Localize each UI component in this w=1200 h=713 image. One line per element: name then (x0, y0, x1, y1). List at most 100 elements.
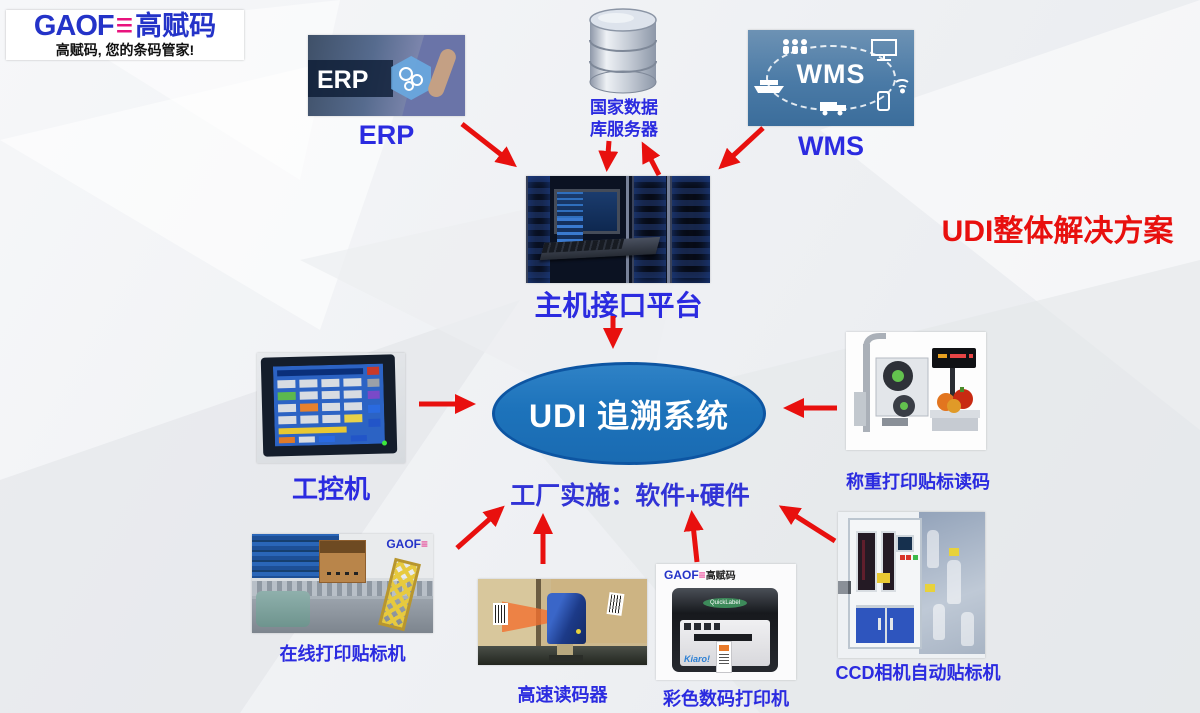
watermark-bars: ≡ (420, 537, 428, 551)
ccd-labeler-photo (838, 512, 985, 658)
power-led (381, 440, 388, 446)
people-icon (783, 39, 807, 54)
erp-photo: ERP (308, 35, 465, 116)
bottle (960, 612, 974, 646)
window-reflection (862, 540, 866, 581)
console-screen (554, 189, 620, 250)
printer-label: 彩色数码打印机 (663, 689, 789, 709)
printer-front-panel: Kiaro! (680, 620, 770, 673)
blue-doors (855, 605, 915, 644)
server-rack (632, 176, 666, 283)
hmi-screen (896, 535, 915, 552)
page-title: UDI整体解决方案 (941, 215, 1174, 248)
phone-icon (877, 91, 890, 111)
rack-rail (667, 176, 670, 283)
bottle (926, 530, 939, 568)
erp-photo-panel (308, 60, 393, 97)
infeed-conveyor (838, 580, 852, 594)
scanner-unit (547, 592, 587, 645)
barcode-label (493, 603, 509, 626)
weigh-labeler-drawing (854, 333, 980, 432)
printer-model-text: Kiaro! (684, 654, 711, 664)
watermark-latin: GAOF (664, 568, 699, 582)
wms-icons (754, 39, 909, 116)
watermark-latin: GAOF (386, 537, 421, 551)
brand-logo: GAOF ≡ 高赋码 高赋码, 您的条码管家! (6, 6, 244, 60)
scanner-indicator (576, 628, 582, 634)
warning-sticker (876, 573, 890, 584)
printer-body: QuickLabel Kiaro! (672, 588, 778, 673)
door-handle (878, 618, 881, 631)
color-printer-photo: GAOF≡高赋码 QuickLabel Kiaro! (656, 564, 796, 680)
weigh-labeler-label: 称重打印贴标读码 (846, 472, 990, 492)
labeler-cabinet (848, 517, 922, 650)
erp-label: ERP (358, 120, 415, 150)
logo-cn-text: 高赋码 (135, 11, 217, 41)
bottle (946, 560, 961, 604)
label-slot (694, 634, 752, 641)
industrial-pc-photo (257, 353, 405, 463)
wms-label: WMS (798, 131, 864, 161)
cardboard-box (318, 539, 367, 584)
reader-label: 高速读码器 (517, 685, 608, 705)
bottle (932, 604, 945, 640)
scanner-stand (557, 644, 573, 655)
door-gap (885, 608, 888, 644)
server-rack (526, 176, 550, 283)
touch-panel-screen (272, 363, 386, 447)
gaofe-watermark: GAOF≡ (386, 537, 428, 551)
online-labeler-label: 在线打印贴标机 (279, 644, 406, 664)
ipc-label: 工控机 (291, 474, 370, 504)
touch-panel-frame (260, 354, 398, 457)
factory-subtitle: 工厂实施：软件+硬件 (510, 482, 750, 510)
red-button (899, 555, 905, 561)
watermark-bars: ≡ (698, 568, 706, 582)
weigh-labeler-photo (846, 332, 986, 450)
yellow-tag (948, 548, 959, 556)
national-database-icon (580, 6, 666, 96)
wms-photo-text: WMS (796, 58, 866, 89)
scanner-base (548, 654, 583, 662)
printer-brand-badge: QuickLabel (703, 598, 747, 608)
cabinet-window (855, 531, 877, 593)
database-label: 国家数据 库服务器 (566, 97, 682, 141)
label-barcode (719, 654, 729, 666)
database-label-line2: 库服务器 (590, 120, 658, 139)
logo-e-bars-icon: ≡ (115, 6, 134, 45)
bottles-background (918, 512, 985, 654)
box-opening (319, 540, 366, 554)
labeler-machine (255, 591, 310, 628)
printer-buttons (684, 623, 720, 630)
wms-photo: WMS (748, 30, 914, 126)
monitor-icon (871, 39, 897, 61)
online-labeler-photo: GAOF≡ (252, 534, 433, 633)
erp-photo-text: ERP (317, 65, 369, 94)
udi-system-label: UDI 追溯系统 (528, 397, 729, 434)
server-rack (670, 176, 710, 283)
database-cylinder-icon (589, 8, 657, 94)
console-keys (541, 238, 625, 254)
gears-icon (399, 67, 424, 92)
database-label-line1: 国家数据 (590, 98, 658, 117)
rack-rail (626, 176, 629, 283)
logo-tagline: 高赋码, 您的条码管家! (55, 42, 195, 58)
host-platform-photo (526, 176, 710, 283)
label-color-mark (719, 645, 729, 651)
truck-icon (820, 102, 846, 116)
green-button (913, 555, 919, 561)
udi-system-ellipse: UDI 追溯系统 (492, 362, 766, 465)
ship-icon (754, 80, 784, 93)
barcode-reader-photo (478, 579, 647, 665)
brand-logo-wordmark: GAOF ≡ 高赋码 (6, 6, 244, 45)
ccd-label: CCD相机自动贴标机 (835, 663, 1001, 683)
logo-latin-text: GAOF (33, 10, 115, 42)
host-label: 主机接口平台 (534, 290, 703, 321)
gaofe-watermark: GAOF≡高赋码 (664, 566, 736, 584)
printed-label-strip (716, 641, 732, 673)
door-handle (889, 618, 893, 631)
wifi-icon (895, 79, 909, 94)
yellow-tag (924, 584, 935, 592)
console-chart (557, 192, 583, 218)
red-button (906, 555, 912, 561)
